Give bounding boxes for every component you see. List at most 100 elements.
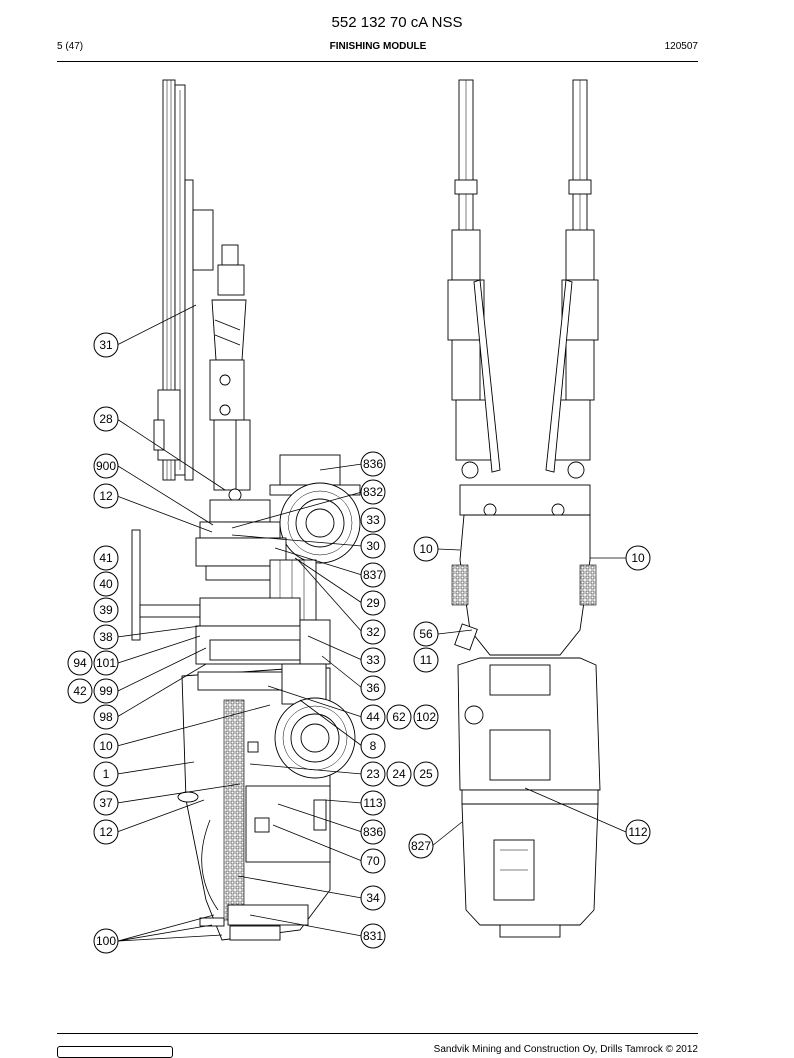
- callout-30: 30: [360, 533, 386, 559]
- callout-56: 56: [413, 621, 439, 647]
- callout-label: 10: [631, 551, 645, 565]
- page-number: 5 (47): [57, 41, 84, 52]
- callout-label: 102: [416, 710, 436, 724]
- callout-label: 70: [366, 854, 380, 868]
- header-rule: [57, 61, 698, 62]
- callout-836: 836: [360, 819, 386, 845]
- callout-label: 98: [99, 710, 113, 724]
- callout-label: 36: [366, 681, 380, 695]
- callout-label: 8: [370, 739, 377, 753]
- callout-11: 11: [413, 647, 439, 673]
- callout-100: 100: [93, 928, 119, 954]
- callout-42: 42: [67, 678, 93, 704]
- section-title: FINISHING MODULE: [329, 41, 427, 52]
- callout-label: 32: [366, 625, 380, 639]
- callout-12: 12: [93, 819, 119, 845]
- callout-label: 23: [366, 767, 380, 781]
- callout-label: 12: [99, 825, 113, 839]
- callout-label: 12: [99, 489, 113, 503]
- side-view-drawing: [131, 79, 361, 941]
- callout-23: 23: [360, 761, 386, 787]
- callout-label: 28: [99, 412, 113, 426]
- callout-label: 25: [419, 767, 433, 781]
- callout-39: 39: [93, 597, 119, 623]
- callout-102: 102: [413, 704, 439, 730]
- callout-label: 42: [73, 684, 87, 698]
- leader-lines: [116, 304, 627, 942]
- callout-113: 113: [360, 790, 386, 816]
- callout-32: 32: [360, 619, 386, 645]
- callout-label: 24: [392, 767, 406, 781]
- callout-label: 113: [363, 796, 382, 810]
- callout-label: 40: [99, 577, 113, 591]
- callout-label: 56: [419, 627, 433, 641]
- callout-98: 98: [93, 704, 119, 730]
- callout-label: 94: [73, 656, 87, 670]
- callout-label: 33: [366, 653, 380, 667]
- callout-label: 112: [628, 825, 647, 839]
- callout-41: 41: [93, 545, 119, 571]
- callout-label: 836: [363, 825, 383, 839]
- callout-25: 25: [413, 761, 439, 787]
- callout-label: 10: [99, 739, 113, 753]
- callout-900: 900: [93, 453, 119, 479]
- callout-10: 10: [625, 545, 651, 571]
- callout-label: 99: [99, 684, 113, 698]
- callout-label: 34: [366, 891, 380, 905]
- callout-label: 831: [363, 929, 383, 943]
- document-date: 120507: [664, 41, 698, 52]
- footer-copyright: Sandvik Mining and Construction Oy, Dril…: [433, 1044, 698, 1055]
- callout-label: 44: [366, 710, 380, 724]
- callout-112: 112: [625, 819, 651, 845]
- callout-33: 33: [360, 647, 386, 673]
- callout-837: 837: [360, 562, 386, 588]
- callout-836: 836: [360, 451, 386, 477]
- callout-99: 99: [93, 678, 119, 704]
- company-logo: [57, 1046, 173, 1058]
- callout-label: 827: [411, 839, 431, 853]
- footer-rule: [57, 1033, 698, 1034]
- callout-label: 31: [99, 338, 113, 352]
- callout-94: 94: [67, 650, 93, 676]
- callout-12: 12: [93, 483, 119, 509]
- callout-31: 31: [93, 332, 119, 358]
- callout-label: 30: [366, 539, 380, 553]
- callout-101: 101: [93, 650, 119, 676]
- callout-24: 24: [386, 761, 412, 787]
- callout-10: 10: [413, 536, 439, 562]
- callout-label: 29: [366, 596, 380, 610]
- callout-62: 62: [386, 704, 412, 730]
- callout-label: 837: [363, 568, 383, 582]
- callout-label: 1: [103, 767, 110, 781]
- callout-8: 8: [360, 733, 386, 759]
- callout-44: 44: [360, 704, 386, 730]
- document-number: 552 132 70 cA NSS: [331, 14, 463, 31]
- callout-70: 70: [360, 848, 386, 874]
- callout-37: 37: [93, 790, 119, 816]
- callout-label: 10: [419, 542, 433, 556]
- callout-label: 41: [99, 551, 113, 565]
- callout-label: 836: [363, 457, 383, 471]
- callout-832: 832: [360, 479, 386, 505]
- callout-label: 37: [99, 796, 113, 810]
- callout-label: 33: [366, 513, 380, 527]
- callout-10: 10: [93, 733, 119, 759]
- callout-28: 28: [93, 406, 119, 432]
- top-view-drawing: [447, 79, 601, 938]
- callout-34: 34: [360, 885, 386, 911]
- callout-label: 62: [392, 710, 406, 724]
- callout-33: 33: [360, 507, 386, 533]
- callout-827: 827: [408, 833, 434, 859]
- callout-label: 832: [363, 485, 383, 499]
- callout-label: 38: [99, 630, 113, 644]
- callout-40: 40: [93, 571, 119, 597]
- callout-1: 1: [93, 761, 119, 787]
- callout-label: 11: [420, 653, 433, 667]
- callout-36: 36: [360, 675, 386, 701]
- callout-label: 100: [96, 934, 116, 948]
- callout-label: 101: [96, 656, 116, 670]
- callout-38: 38: [93, 624, 119, 650]
- callout-label: 900: [96, 459, 116, 473]
- callout-29: 29: [360, 590, 386, 616]
